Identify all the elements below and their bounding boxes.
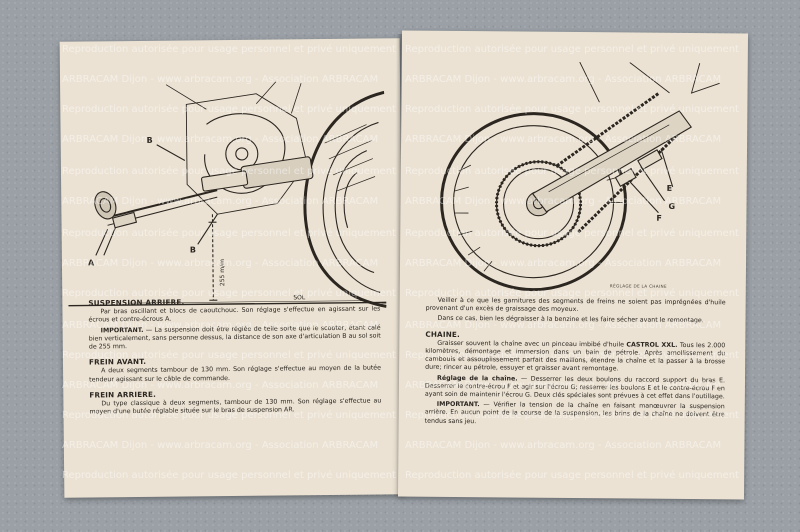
suspension-important: IMPORTANT. — La suspension doit être rég… bbox=[89, 324, 381, 352]
right-page-text: Veiller à ce que les garnitures des segm… bbox=[425, 297, 726, 430]
label-g: G bbox=[668, 202, 675, 211]
label-b-top: B bbox=[147, 136, 153, 145]
chaine-important-label: IMPORTANT. bbox=[436, 401, 480, 409]
castrol-label: CASTROL XXL. bbox=[626, 341, 678, 349]
dimension-label: 255 m/m bbox=[219, 259, 226, 286]
label-f: F bbox=[656, 214, 662, 223]
reglage-label: Réglage de la chaîne. bbox=[436, 374, 518, 383]
frein-arriere-body: Du type classique à deux segments, tambo… bbox=[89, 397, 382, 416]
important-label: IMPORTANT. bbox=[100, 326, 144, 334]
left-page-text: SUSPENSION ARRIERE. Par bras oscillant e… bbox=[88, 296, 381, 418]
figure-caption: RÉGLAGE DE LA CHAINE bbox=[609, 283, 667, 289]
rear-suspension-illustration: B B A 255 m/m SOL bbox=[68, 81, 387, 308]
reglage-paragraph: Réglage de la chaîne. — Desserrer les de… bbox=[425, 374, 725, 401]
frein-avant-body: A deux segments tambour de 130 mm. Son r… bbox=[89, 364, 382, 384]
left-page: B B A 255 m/m SOL SUSPENSION ARRIERE. Pa… bbox=[59, 38, 405, 498]
label-b-bottom: B bbox=[190, 245, 196, 254]
right-page: E G F RÉGLAGE DE LA CHAINE Veiller à ce … bbox=[397, 30, 749, 500]
chain-adjustment-illustration: E G F bbox=[440, 61, 720, 292]
chaine-body-pre: Graisser souvent la chaîne avec un pince… bbox=[437, 339, 627, 349]
label-e: E bbox=[667, 184, 673, 193]
label-a: A bbox=[88, 258, 95, 267]
suspension-arriere-body: Par bras oscillant et blocs de caoutchou… bbox=[88, 305, 381, 324]
chaine-important-paragraph: IMPORTANT. — Vérifier la tension de la c… bbox=[425, 401, 725, 428]
sol-label: SOL bbox=[293, 294, 306, 301]
intro-paragraph-1: Veiller à ce que les garnitures des segm… bbox=[425, 296, 726, 314]
chaine-body: Graisser souvent la chaîne avec un pince… bbox=[425, 340, 725, 375]
intro-paragraph-2: Dans ce cas, bien les dégraisser à la be… bbox=[437, 315, 704, 325]
